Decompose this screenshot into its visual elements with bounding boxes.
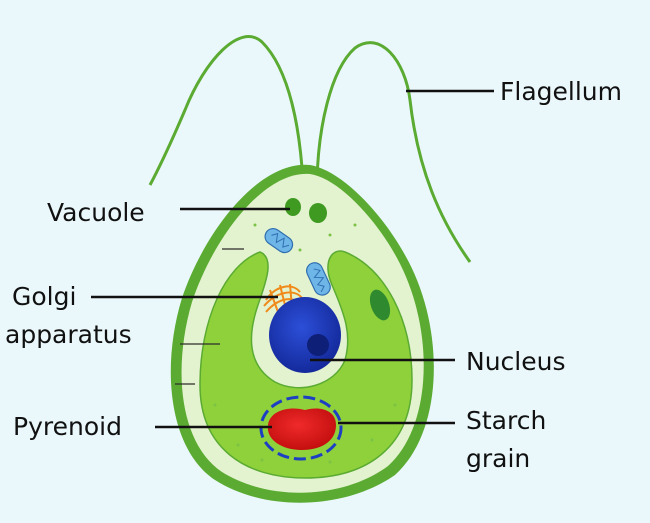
flagellum-right — [315, 41, 472, 263]
label-golgi-line1: Golgi — [12, 282, 77, 311]
vacuole-right — [309, 203, 327, 223]
vacuole-left — [285, 198, 301, 216]
label-pyrenoid: Pyrenoid — [13, 412, 122, 441]
label-nucleus: Nucleus — [466, 347, 566, 376]
mitochondrion-upper — [264, 227, 294, 254]
flagellum-left — [148, 35, 305, 186]
label-starch-line2: grain — [466, 444, 531, 473]
nucleus — [269, 297, 341, 373]
pyrenoid — [267, 408, 336, 450]
label-vacuole: Vacuole — [47, 198, 145, 227]
label-flagellum: Flagellum — [500, 77, 622, 106]
eyespot — [369, 289, 391, 321]
mitochondrion-lower — [306, 262, 331, 296]
label-golgi-line2: apparatus — [5, 320, 132, 349]
label-starch-line1: Starch — [466, 406, 547, 435]
leader-lines — [91, 89, 494, 429]
membrane-ticks — [175, 248, 244, 385]
nucleolus — [307, 334, 329, 356]
cytoplasm-granules — [213, 223, 397, 464]
